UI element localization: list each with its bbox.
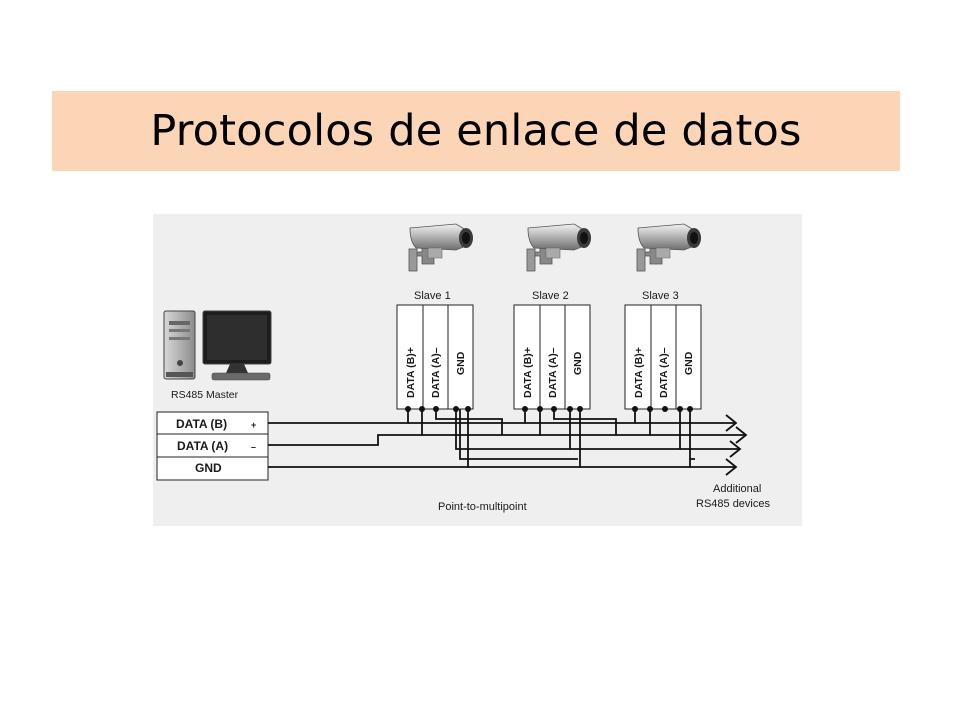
- additional-caption-line-2: RS485 devices: [696, 498, 770, 510]
- svg-text:DATA (B)+: DATA (B)+: [405, 347, 417, 398]
- slave-1: Slave 1 DATA (B)+ DATA (A)– GND: [396, 223, 474, 412]
- slave-2: Slave 2 DATA (B)+ DATA (A)– GND: [513, 223, 592, 412]
- svg-text:DATA (B)+: DATA (B)+: [522, 347, 534, 398]
- master-caption: RS485 Master: [171, 389, 239, 401]
- master-terminal-data-a: DATA (A): [177, 439, 228, 453]
- svg-text:DATA (B)+: DATA (B)+: [633, 347, 645, 398]
- slave-3: Slave 3 DATA (B)+ DATA (A)– GND: [624, 223, 702, 412]
- master-terminal-block: DATA (B) + DATA (A) – GND: [156, 411, 269, 481]
- bus-wires: [268, 409, 748, 476]
- rs485-diagram: RS485 Master DATA (B) + DATA (A) – GND: [150, 187, 817, 538]
- slave-3-caption: Slave 3: [642, 290, 679, 302]
- svg-text:GND: GND: [683, 351, 695, 375]
- svg-text:–: –: [251, 442, 256, 452]
- svg-text:GND: GND: [572, 351, 584, 375]
- slave-2-caption: Slave 2: [532, 290, 569, 302]
- svg-text:DATA (A)–: DATA (A)–: [658, 347, 670, 398]
- slide-title: Protocolos de enlace de datos: [150, 106, 802, 156]
- svg-text:DATA (A)–: DATA (A)–: [430, 347, 442, 398]
- diagram-canvas: RS485 Master DATA (B) + DATA (A) – GND: [153, 214, 802, 526]
- bus-caption: Point-to-multipoint: [438, 501, 527, 513]
- svg-text:DATA (A)–: DATA (A)–: [547, 347, 559, 398]
- monitor-icon: [202, 310, 272, 381]
- title-bar: Protocolos de enlace de datos: [52, 91, 900, 171]
- master-terminal-data-b: DATA (B): [176, 417, 227, 431]
- computer-icon: [163, 310, 196, 380]
- master-terminal-gnd: GND: [195, 461, 222, 475]
- slave-1-caption: Slave 1: [414, 290, 451, 302]
- additional-caption-line-1: Additional: [713, 483, 761, 495]
- svg-text:GND: GND: [455, 351, 467, 375]
- svg-text:+: +: [251, 420, 256, 430]
